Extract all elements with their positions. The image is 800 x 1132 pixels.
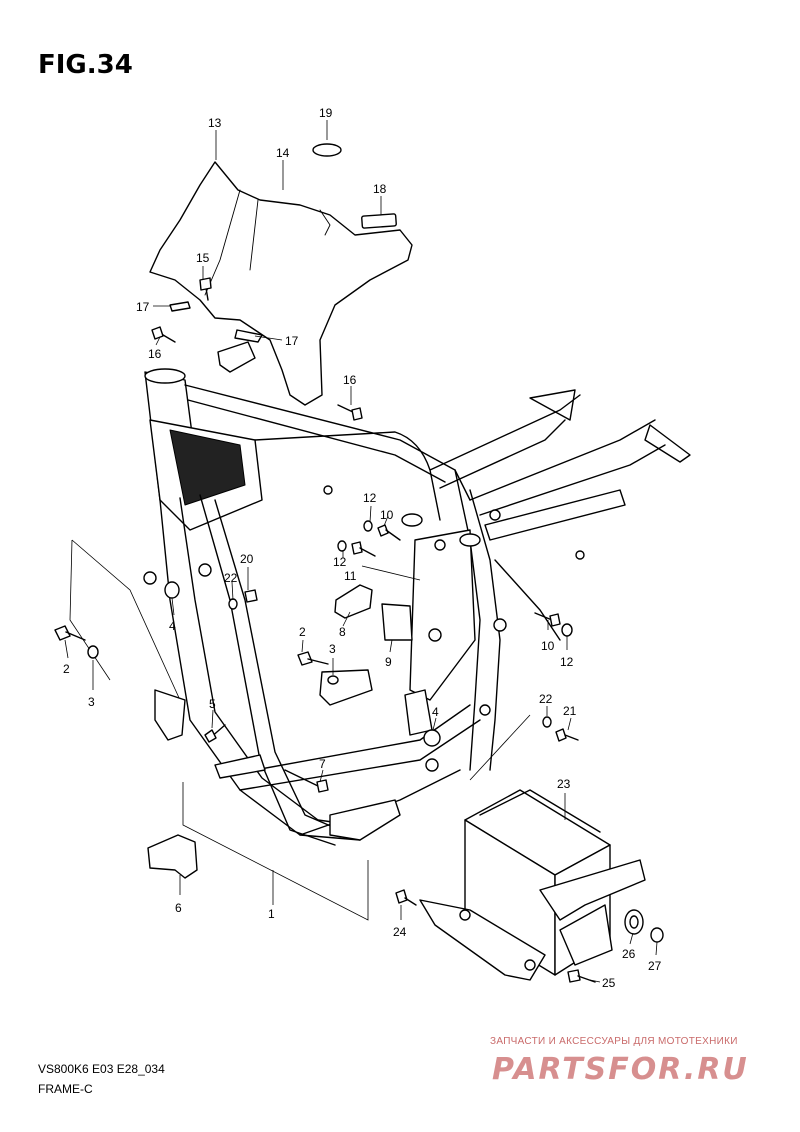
callout-27: 27: [648, 959, 662, 973]
battery-box: [419, 789, 646, 981]
emblem-parts: [169, 143, 397, 373]
callout-19: 19: [319, 106, 333, 120]
callout-6: 6: [175, 901, 182, 915]
callout-18: 18: [373, 182, 387, 196]
brackets: [147, 584, 433, 879]
fasteners: [54, 277, 596, 983]
section-name: FRAME-C: [38, 1082, 93, 1096]
callout-labels: 1 2 2 3 3 4 4 5 6 7 8 9 10 10 11 12 12 1…: [63, 106, 662, 990]
callout-25: 25: [602, 976, 616, 990]
callout-16b: 16: [343, 373, 357, 387]
callout-16a: 16: [148, 347, 162, 361]
frame-cover: [149, 161, 413, 406]
callout-12b: 12: [333, 555, 347, 569]
callout-5: 5: [209, 697, 216, 711]
callout-26: 26: [622, 947, 636, 961]
callout-9: 9: [385, 655, 392, 669]
callout-20: 20: [240, 552, 254, 566]
callout-4b: 4: [432, 705, 439, 719]
callout-12c: 12: [560, 655, 574, 669]
watermark-tagline: ЗАПЧАСТИ И АКСЕССУАРЫ ДЛЯ МОТОТЕХНИКИ: [490, 1036, 738, 1047]
callout-17b: 17: [285, 334, 299, 348]
callout-21: 21: [563, 704, 577, 718]
watermark-logo: PARTSFOR.RU: [492, 1052, 749, 1087]
figure-title: FIG.34: [38, 50, 133, 80]
callout-2b: 2: [299, 625, 306, 639]
callout-7: 7: [319, 757, 326, 771]
callout-3a: 3: [88, 695, 95, 709]
rubber-mounts: [624, 909, 664, 943]
callout-22b: 22: [539, 692, 553, 706]
callout-17a: 17: [136, 300, 150, 314]
callout-10a: 10: [380, 508, 394, 522]
callout-1: 1: [268, 907, 275, 921]
callout-22a: 22: [224, 571, 238, 585]
callout-3b: 3: [329, 642, 336, 656]
model-code: VS800K6 E03 E28_034: [38, 1062, 165, 1076]
callout-12a: 12: [363, 491, 377, 505]
callout-11: 11: [344, 569, 357, 583]
callout-10b: 10: [541, 639, 555, 653]
callout-13: 13: [208, 116, 222, 130]
callout-2a: 2: [63, 662, 70, 676]
assembly-outline: [69, 539, 531, 921]
leader-lines: [64, 120, 658, 983]
callout-4a: 4: [169, 619, 176, 633]
callout-23: 23: [557, 777, 571, 791]
callout-14: 14: [276, 146, 290, 160]
callout-15: 15: [196, 251, 210, 265]
callout-24: 24: [393, 925, 407, 939]
main-frame: [143, 368, 691, 846]
callout-8: 8: [339, 625, 346, 639]
